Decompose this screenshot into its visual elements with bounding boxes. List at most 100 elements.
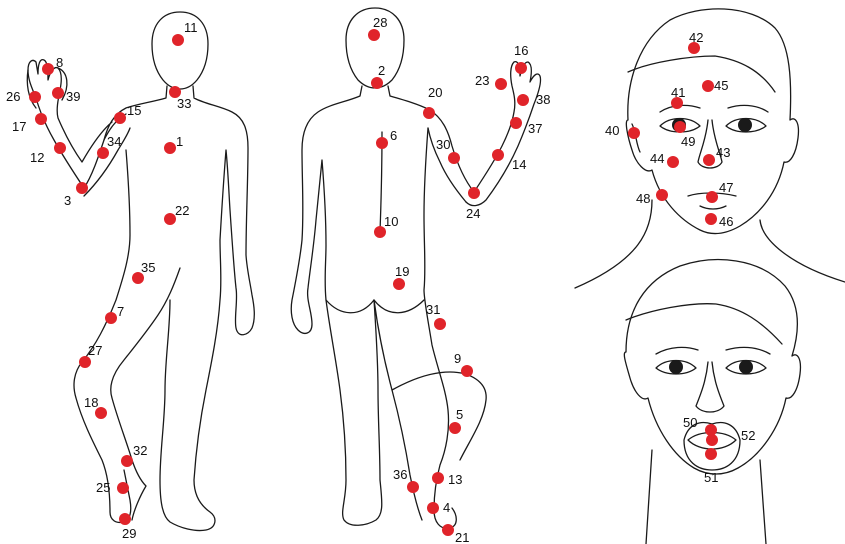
- back-body-points: 28261020302414373816231931951336421: [368, 15, 550, 544]
- acupoint-dot-11: [172, 34, 184, 46]
- acupoint-dot-2: [371, 77, 383, 89]
- acupoint-label-43: 43: [716, 145, 730, 160]
- acupoint-dot-46: [705, 213, 717, 225]
- face-lower-figure: [624, 260, 800, 544]
- acupoint-dot-15: [114, 112, 126, 124]
- acupoint-label-36: 36: [393, 467, 407, 482]
- acupoint-label-38: 38: [536, 92, 550, 107]
- acupoint-label-52: 52: [741, 428, 755, 443]
- acupoint-dot-8: [42, 63, 54, 75]
- front-body-left-side: [74, 150, 131, 523]
- acupoint-dot-49: [674, 121, 686, 133]
- acupoint-label-28: 28: [373, 15, 387, 30]
- acupoint-dot-48: [656, 189, 668, 201]
- back-bent-leg: [392, 372, 486, 460]
- acupoint-dot-36: [407, 481, 419, 493]
- acupoint-label-30: 30: [436, 137, 450, 152]
- acupoint-label-22: 22: [175, 203, 189, 218]
- face-lower-pupil-left: [669, 360, 683, 374]
- acupoint-label-19: 19: [395, 264, 409, 279]
- acupoint-dot-17: [35, 113, 47, 125]
- acupoint-label-27: 27: [88, 343, 102, 358]
- acupoint-label-35: 35: [141, 260, 155, 275]
- acupoint-dot-1: [164, 142, 176, 154]
- acupoint-label-20: 20: [428, 85, 442, 100]
- back-body-right-outline: [388, 62, 541, 206]
- acupoint-dot-19: [393, 278, 405, 290]
- acupoint-label-17: 17: [12, 119, 26, 134]
- face-lower-brows: [656, 347, 770, 354]
- acupoint-dot-16: [515, 62, 527, 74]
- acupoint-dot-40: [628, 127, 640, 139]
- acupoint-label-41: 41: [671, 85, 685, 100]
- acupoint-dot-24: [468, 187, 480, 199]
- acupoint-dot-43: [703, 154, 715, 166]
- acupoint-label-3: 3: [64, 193, 71, 208]
- acupoint-dot-51: [705, 448, 717, 460]
- acupoint-label-51: 51: [704, 470, 718, 485]
- acupoint-dot-3: [76, 182, 88, 194]
- acupoint-dot-30: [448, 152, 460, 164]
- acupoint-label-7: 7: [117, 304, 124, 319]
- acupoint-dot-26: [29, 91, 41, 103]
- acupoint-label-37: 37: [528, 121, 542, 136]
- acupoint-label-31: 31: [426, 302, 440, 317]
- acupoint-label-8: 8: [56, 55, 63, 70]
- acupoint-label-24: 24: [466, 206, 480, 221]
- acupoint-dot-13: [432, 472, 444, 484]
- acupoint-label-47: 47: [719, 180, 733, 195]
- acupoint-label-2: 2: [378, 63, 385, 78]
- acupoint-label-48: 48: [636, 191, 650, 206]
- acupoint-label-6: 6: [390, 128, 397, 143]
- acupoint-label-29: 29: [122, 526, 136, 541]
- acupoint-label-14: 14: [512, 157, 526, 172]
- face-upper-hairline: [628, 56, 775, 92]
- front-head-outline: [152, 12, 208, 89]
- face-lower-pupil-right: [739, 360, 753, 374]
- front-body-right-outline: [160, 86, 254, 531]
- acupoint-label-13: 13: [448, 472, 462, 487]
- acupoint-dot-4: [427, 502, 439, 514]
- acupoint-dot-38: [517, 94, 529, 106]
- acupoint-label-18: 18: [84, 395, 98, 410]
- acupoint-label-46: 46: [719, 214, 733, 229]
- acupoint-label-40: 40: [605, 123, 619, 138]
- face-lower-hairline: [626, 304, 782, 344]
- acupoint-dot-5: [449, 422, 461, 434]
- acupoint-label-12: 12: [30, 150, 44, 165]
- acupoint-label-10: 10: [384, 214, 398, 229]
- acupoint-label-16: 16: [514, 43, 528, 58]
- acupoint-dot-6: [376, 137, 388, 149]
- front-body-left-outline: [28, 60, 167, 188]
- acupoint-label-34: 34: [107, 134, 121, 149]
- acupoint-dot-29: [119, 513, 131, 525]
- acupoint-dot-12: [54, 142, 66, 154]
- acupoint-label-4: 4: [443, 500, 450, 515]
- acupoints-layer: 1133122357271832252915343121726839282610…: [6, 15, 755, 544]
- acupoint-dot-20: [423, 107, 435, 119]
- acupoint-dot-21: [442, 524, 454, 536]
- face-upper-pupil-right: [738, 118, 752, 132]
- face-upper-figure: [575, 9, 845, 288]
- acupoint-dot-9: [461, 365, 473, 377]
- acupoint-dot-23: [495, 78, 507, 90]
- acupoint-dot-28: [368, 29, 380, 41]
- acupoint-label-44: 44: [650, 151, 664, 166]
- acupoint-dot-44: [667, 156, 679, 168]
- acupoint-label-21: 21: [455, 530, 469, 544]
- acupoint-dot-7: [105, 312, 117, 324]
- acupoint-label-11: 11: [184, 20, 198, 35]
- acupoint-dot-39: [52, 87, 64, 99]
- acupoint-label-25: 25: [96, 480, 110, 495]
- acupoint-label-32: 32: [133, 443, 147, 458]
- acupoint-dot-52: [706, 434, 718, 446]
- acupoint-dot-14: [492, 149, 504, 161]
- face-lower-nose: [696, 362, 724, 412]
- acupoint-label-39: 39: [66, 89, 80, 104]
- acupoint-label-49: 49: [681, 134, 695, 149]
- acupoint-dot-37: [510, 117, 522, 129]
- acupoint-label-15: 15: [127, 103, 141, 118]
